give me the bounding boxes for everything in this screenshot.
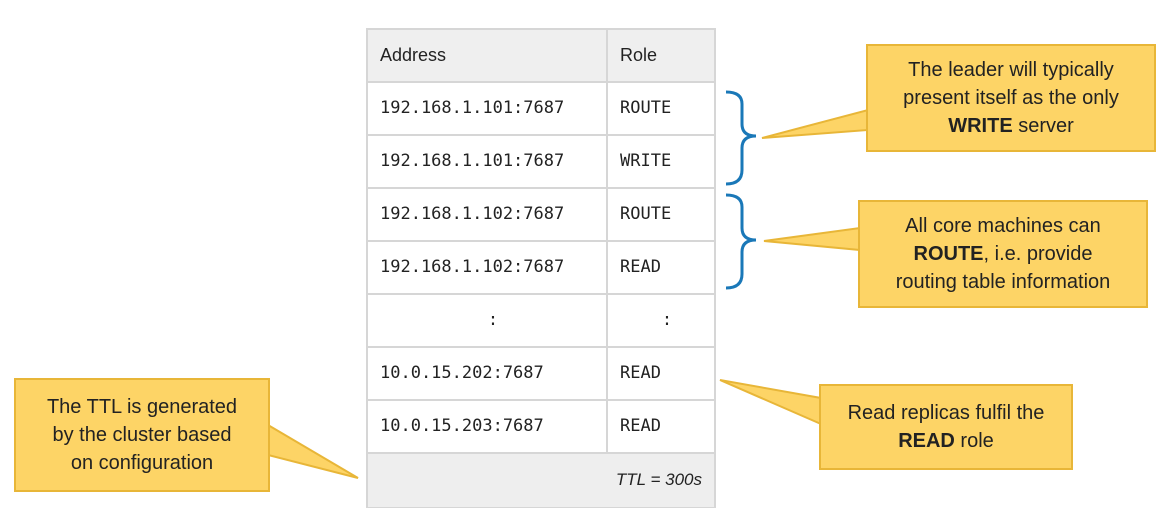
address-cell: 192.168.1.102:7687 (380, 204, 565, 224)
address-cell: 10.0.15.203:7687 (380, 416, 544, 436)
pointer-core (763, 226, 861, 252)
header-address: Address (380, 45, 447, 65)
role-cell: ROUTE (620, 204, 672, 224)
callout-replicas-bold: READ (898, 430, 955, 452)
callout-replicas-line2: role (954, 430, 994, 452)
callout-core-bold: ROUTE (913, 243, 984, 265)
callout-leader-line1: The leader will typically (908, 59, 1114, 81)
callout-ttl-line3: on configuration (70, 452, 214, 474)
table-row: 192.168.1.101:7687 WRITE (368, 136, 714, 189)
column-divider (606, 348, 608, 454)
table-row-ellipsis: : : (368, 295, 714, 348)
address-cell: 192.168.1.101:7687 (380, 98, 565, 118)
callout-ttl: The TTL is generated by the cluster base… (14, 378, 270, 492)
pointer-replicas (719, 379, 822, 426)
routing-table: Address Role 192.168.1.101:7687 ROUTE 19… (366, 28, 716, 508)
pointer-ttl (267, 423, 359, 479)
address-cell: 10.0.15.202:7687 (380, 363, 544, 383)
table-row: 10.0.15.203:7687 READ (368, 401, 714, 454)
table-row: 192.168.1.102:7687 ROUTE (368, 189, 714, 242)
callout-ttl-line2: by the cluster based (52, 424, 232, 446)
role-cell-ellipsis: : (661, 310, 673, 330)
callout-core-line3: routing table information (895, 271, 1111, 293)
table-row: 192.168.1.101:7687 ROUTE (368, 83, 714, 136)
address-cell: 192.168.1.102:7687 (380, 257, 565, 277)
ttl-row: TTL = 300s (368, 454, 714, 507)
callout-leader-line2: present itself as the only (903, 87, 1119, 109)
role-cell: WRITE (620, 151, 672, 171)
table-header-row: Address Role (368, 30, 714, 83)
address-cell-ellipsis: : (487, 310, 499, 330)
header-role: Role (620, 45, 658, 65)
ttl-value: TTL = 300s (615, 470, 702, 489)
role-cell: READ (620, 363, 661, 383)
brace-core (725, 193, 757, 290)
callout-core-line1: All core machines can (905, 215, 1101, 237)
role-cell: READ (620, 257, 661, 277)
callout-leader-line3: server (1012, 115, 1074, 137)
callout-leader: The leader will typically present itself… (866, 44, 1156, 152)
callout-replicas: Read replicas fulfil the READ role (819, 384, 1073, 470)
role-cell: READ (620, 416, 661, 436)
table-row: 192.168.1.102:7687 READ (368, 242, 714, 295)
callout-core-line2: , i.e. provide (983, 243, 1093, 265)
role-cell: ROUTE (620, 98, 672, 118)
table-row: 10.0.15.202:7687 READ (368, 348, 714, 401)
address-cell: 192.168.1.101:7687 (380, 151, 565, 171)
brace-leader (725, 90, 757, 186)
callout-ttl-line1: The TTL is generated (46, 396, 238, 418)
pointer-leader (761, 108, 869, 139)
column-divider (606, 30, 608, 346)
callout-leader-bold: WRITE (948, 115, 1013, 137)
callout-core: All core machines can ROUTE, i.e. provid… (858, 200, 1148, 308)
callout-replicas-line1: Read replicas fulfil the (847, 402, 1045, 424)
